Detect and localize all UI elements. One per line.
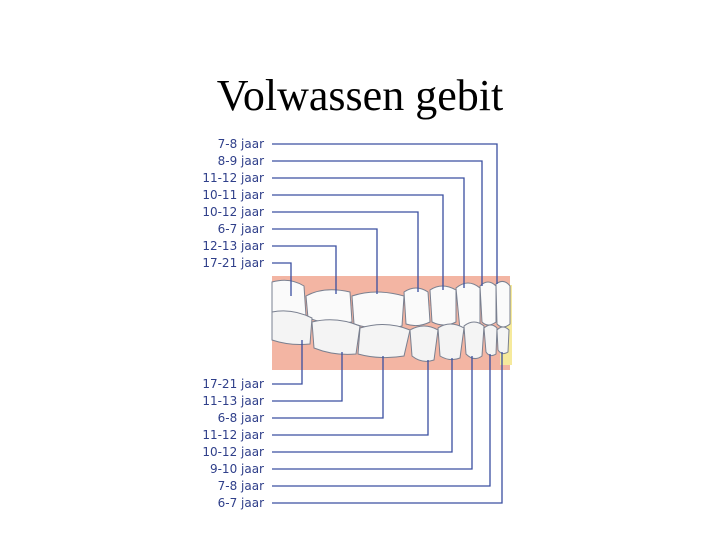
upper-age-label: 6-7 jaar [218,222,264,236]
upper-age-label: 10-12 jaar [202,205,264,219]
upper-leader-line [272,245,337,294]
upper-molar-1 [351,291,405,330]
lower-central-incisor [496,326,510,355]
upper-age-label: 11-12 jaar [202,171,264,185]
lower-age-label: 17-21 jaar [202,377,264,391]
upper-leader-line [272,194,444,290]
lower-leader-line [272,356,384,419]
lower-leader-line [272,340,303,385]
upper-leader-line [272,160,483,286]
lower-leader-line [272,360,429,436]
upper-labels: 7-8 jaar 8-9 jaar 11-12 jaar 10-11 jaar … [202,137,264,270]
lower-age-label: 11-13 jaar [202,394,264,408]
upper-leader-line [272,262,292,296]
upper-leader-line [272,228,378,294]
upper-age-label: 8-9 jaar [218,154,264,168]
lower-leader-line [272,354,491,487]
lower-age-label: 11-12 jaar [202,428,264,442]
lower-leader-lines [272,340,503,504]
lower-leader-line [272,352,503,504]
lower-leader-line [272,356,473,470]
upper-age-label: 10-11 jaar [202,188,264,202]
upper-lateral-incisor [479,281,497,326]
lower-teeth [271,310,510,362]
lower-age-label: 7-8 jaar [218,479,264,493]
upper-central-incisor [495,280,511,328]
upper-premolar-1 [429,285,457,326]
upper-leader-line [272,177,465,288]
upper-leader-line [272,211,419,292]
lower-age-label: 6-7 jaar [218,496,264,510]
upper-molar-2 [305,289,353,324]
upper-premolar-2 [403,287,431,327]
slide-title: Volwassen gebit [216,71,504,120]
lower-lateral-incisor [483,324,498,357]
lower-canine [463,321,485,360]
upper-leader-lines [272,143,498,296]
lower-molar-3 [271,310,313,345]
upper-age-label: 12-13 jaar [202,239,264,253]
lower-age-label: 10-12 jaar [202,445,264,459]
lower-age-label: 9-10 jaar [210,462,264,476]
lower-premolar-1 [437,323,465,361]
lower-age-label: 6-8 jaar [218,411,264,425]
lower-leader-line [272,358,453,453]
upper-age-label: 17-21 jaar [202,256,264,270]
lower-leader-line [272,352,343,402]
lower-molar-2 [311,319,361,355]
upper-leader-line [272,143,498,284]
lower-premolar-2 [409,325,439,362]
lower-labels: 17-21 jaar 11-13 jaar 6-8 jaar 11-12 jaa… [202,377,264,510]
upper-age-label: 7-8 jaar [218,137,264,151]
lower-molar-1 [357,324,411,359]
